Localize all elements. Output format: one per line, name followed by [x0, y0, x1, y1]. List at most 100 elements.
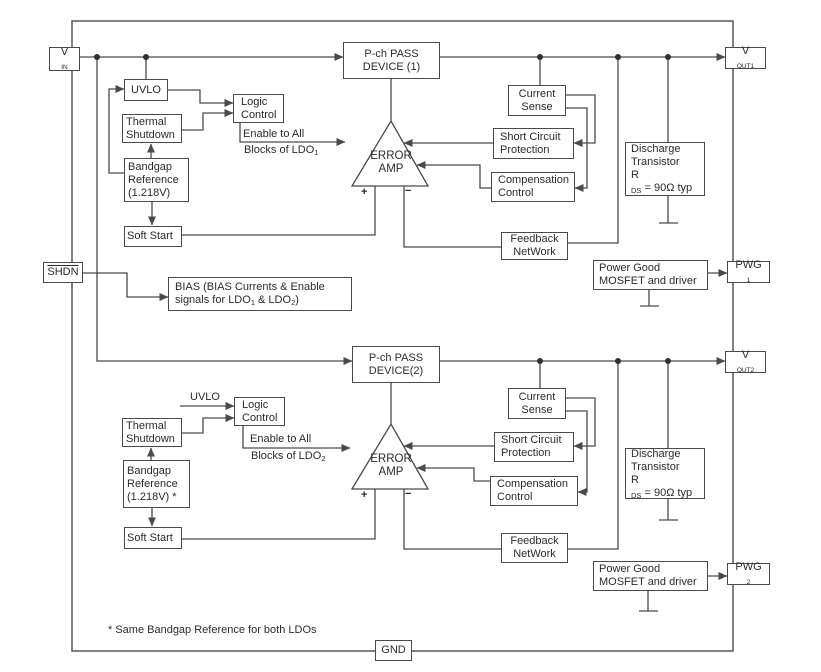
- error-amp-triangle-1: [350, 119, 430, 187]
- block-short-circuit-2: Short Circuit Protection: [494, 432, 574, 462]
- block-soft-start-2: Soft Start: [124, 527, 182, 549]
- label-line: Power Good: [599, 563, 661, 575]
- block-logic-control-2: Logic Control: [234, 397, 285, 426]
- label-line: (1.218V): [128, 186, 171, 199]
- block-power-good-1: Power Good MOSFET and driver: [593, 260, 708, 290]
- rds-rest: = 90Ω typ: [641, 486, 693, 499]
- bias-sub1: 1: [250, 298, 255, 307]
- label-line: −: [405, 488, 412, 500]
- label-enable-2-line1: Enable to All: [250, 433, 311, 446]
- footnote-text: * Same Bandgap Reference for both LDOs: [108, 624, 317, 636]
- block-feedback-network-1: Feedback NetWork: [501, 232, 568, 260]
- label-line: Control: [497, 491, 533, 503]
- label-line: Protection: [501, 447, 551, 459]
- label-line: Short Circuit: [500, 130, 561, 143]
- label-line: Compensation: [497, 478, 568, 490]
- pin-gnd-label: GND: [381, 644, 406, 656]
- bias-sub2: 2: [291, 298, 296, 307]
- block-compensation-1: Compensation Control: [491, 172, 575, 202]
- label-line: Short Circuit: [501, 434, 562, 446]
- bias-line2b: & LDO: [254, 294, 292, 306]
- block-short-circuit-1: Short Circuit Protection: [493, 128, 574, 159]
- block-current-sense-2: Current Sense: [508, 388, 566, 419]
- plus-sign-2: +: [361, 490, 367, 501]
- label-line: Logic: [242, 398, 269, 411]
- pin-vout1-label: V: [741, 45, 750, 57]
- plus-sign-1: +: [361, 187, 367, 198]
- pin-pwg1-label: PWG: [735, 259, 762, 271]
- rds-base: R: [631, 169, 639, 181]
- label-line: Soft Start: [127, 230, 173, 242]
- pin-pwg2: PWG 2: [727, 561, 770, 586]
- label-line: Control: [242, 411, 278, 424]
- pin-vout1-sub: OUT1: [736, 63, 755, 70]
- error-amp-triangles: [350, 119, 430, 490]
- label-line: NetWork: [513, 548, 556, 560]
- label-line: MOSFET and driver: [599, 576, 697, 588]
- rds-base: R: [631, 473, 639, 486]
- label-line: Compensation: [498, 174, 569, 186]
- pin-pwg2-sub: 2: [746, 579, 751, 586]
- label-line: −: [405, 185, 412, 197]
- label-line: R DS = 90Ω typ: [631, 474, 704, 500]
- label-sub: 2: [321, 454, 326, 463]
- label-line: signals for LDO1 & LDO2): [175, 294, 351, 307]
- label-line: Control: [241, 108, 277, 121]
- label-line: AMP: [378, 466, 404, 478]
- label-line: Power Good: [599, 262, 661, 274]
- block-bandgap-1: Bandgap Reference (1.218V): [124, 158, 189, 202]
- pin-pwg1-sub: 1: [746, 277, 751, 284]
- block-bandgap-2: Bandgap Reference (1.218V) *: [123, 460, 190, 508]
- block-uvlo-1: UVLO: [124, 79, 168, 101]
- rds-sub: DS: [631, 186, 642, 195]
- label-line: Discharge: [631, 447, 681, 460]
- error-amp-triangle-2: [350, 422, 430, 490]
- label-enable-2-line2: Blocks of LDO2: [251, 450, 325, 463]
- label-line: Logic: [241, 95, 268, 108]
- label-enable-1-line2: Blocks of LDO1: [244, 144, 318, 157]
- label-line: UVLO: [131, 83, 161, 96]
- label-line: DEVICE (1): [362, 60, 421, 73]
- block-thermal-shutdown-1: Thermal Shutdown: [122, 114, 182, 143]
- label-line: Thermal: [126, 115, 167, 128]
- label-line: BIAS (BIAS Currents & Enable: [175, 281, 325, 293]
- label-line: NetWork: [513, 246, 556, 258]
- label-line: (1.218V) *: [127, 490, 177, 503]
- pin-vout1: V OUT1: [725, 45, 766, 70]
- pin-vout2-sub: OUT2: [736, 367, 755, 374]
- rds-rest: = 90Ω typ: [641, 182, 693, 194]
- label-line: Soft Start: [127, 531, 173, 544]
- footnote: * Same Bandgap Reference for both LDOs: [108, 624, 317, 637]
- pin-shdn: SHDN: [43, 262, 83, 283]
- block-compensation-2: Compensation Control: [490, 476, 578, 506]
- block-feedback-network-2: Feedback NetWork: [501, 533, 568, 563]
- label-line: Shutdown: [126, 432, 175, 445]
- label-line: AMP: [378, 163, 404, 175]
- label-line: Bandgap: [127, 464, 172, 477]
- label-line: Feedback: [510, 233, 559, 245]
- label-line: Current: [518, 87, 556, 100]
- pin-vout2-label: V: [741, 349, 750, 361]
- label-line: P-ch PASS: [364, 47, 419, 60]
- rds-sub: DS: [631, 490, 642, 500]
- pin-pwg2-label: PWG: [735, 561, 762, 573]
- pin-pwg1: PWG 1: [727, 259, 770, 284]
- label-line: Feedback: [510, 535, 559, 547]
- block-current-sense-1: Current Sense: [508, 85, 566, 116]
- label-line: Blocks of LDO: [244, 144, 315, 156]
- label-line: Protection: [500, 143, 550, 156]
- label-line: Sense: [521, 100, 553, 113]
- minus-sign-1: −: [405, 186, 411, 197]
- block-thermal-shutdown-2: Thermal Shutdown: [122, 418, 182, 447]
- label-line: Reference: [128, 173, 179, 186]
- label-enable-1-line1: Enable to All: [243, 128, 304, 141]
- block-soft-start-1: Soft Start: [124, 226, 182, 247]
- label-line: Bandgap: [128, 160, 173, 173]
- label-line: DEVICE(2): [368, 364, 424, 377]
- label-line: Discharge: [631, 143, 681, 155]
- label-line: R DS = 90Ω typ: [631, 169, 704, 195]
- bias-line2a: signals for LDO: [175, 294, 251, 306]
